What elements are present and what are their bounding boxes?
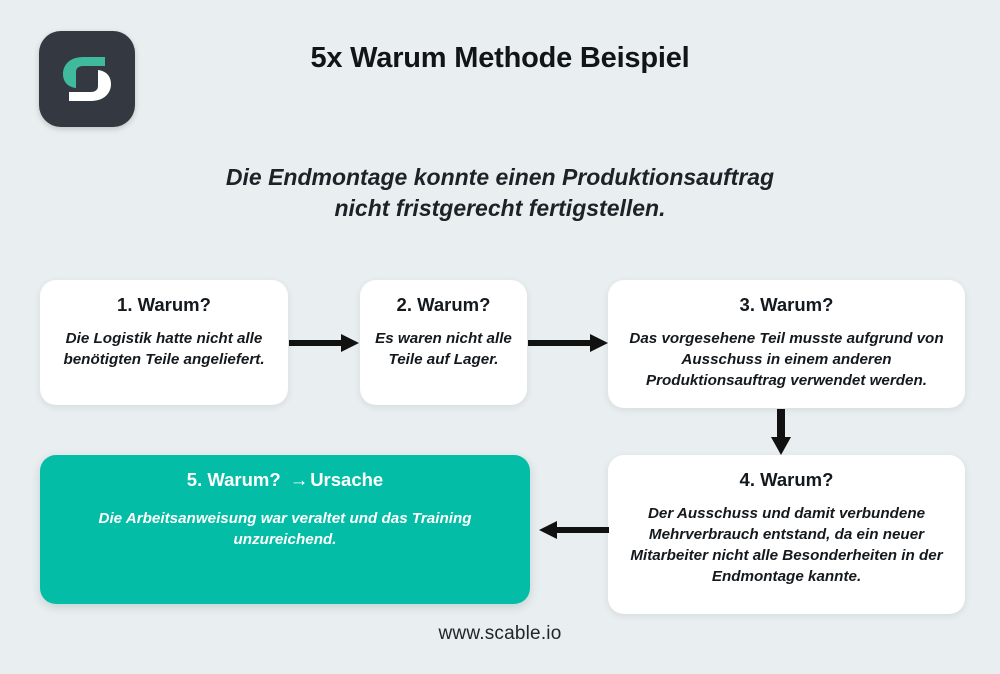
scable-s-logo-icon: [63, 57, 111, 101]
arrow-card4-to-card5: [531, 517, 609, 543]
arrow-right-icon: [528, 334, 608, 352]
arrow-card1-to-card2: [289, 330, 359, 356]
footer-url: www.scable.io: [438, 623, 562, 644]
why-card-1-title: 1. Warum?: [117, 294, 211, 315]
scable-logo: [39, 31, 135, 127]
why-card-5-body: Die Arbeitsanweisung war veraltet und da…: [98, 510, 472, 548]
why-card-2-body: Es waren nicht alle Teile auf Lager.: [375, 330, 512, 368]
problem-statement: Die Endmontage konnte einen Produktionsa…: [120, 162, 880, 224]
why-card-5-title-prefix: 5. Warum?: [186, 469, 281, 490]
arrow-right-icon: [289, 334, 359, 352]
why-card-2[interactable]: 2. Warum? Es waren nicht alle Teile auf …: [360, 280, 527, 405]
right-arrow-icon: →: [289, 469, 309, 490]
why-card-2-title: 2. Warum?: [396, 294, 491, 315]
why-card-4-title: 4. Warum?: [739, 469, 834, 490]
page-title: 5x Warum Methode Beispiel: [310, 42, 690, 74]
problem-statement-line-1: Die Endmontage konnte einen Produktionsa…: [225, 164, 775, 190]
arrow-left-icon: [539, 521, 609, 539]
arrow-down-icon: [771, 409, 791, 455]
why-card-5-title: 5. Warum? →Ursache: [187, 469, 383, 491]
why-card-1[interactable]: 1. Warum? Die Logistik hatte nicht alle …: [40, 280, 288, 405]
arrow-card3-to-card4: [768, 409, 794, 455]
why-card-3[interactable]: 3. Warum? Das vorgesehene Teil musste au…: [608, 280, 965, 408]
arrow-card2-to-card3: [528, 330, 608, 356]
why-card-3-body: Das vorgesehene Teil musste aufgrund von…: [629, 330, 944, 389]
why-card-5-root-cause[interactable]: 5. Warum? →Ursache Die Arbeitsanweisung w…: [40, 455, 530, 604]
why-card-4[interactable]: 4. Warum? Der Ausschuss und damit verbun…: [608, 455, 965, 614]
why-card-1-body: Die Logistik hatte nicht alle benötigten…: [63, 330, 265, 368]
problem-statement-line-2: nicht fristgerecht fertigstellen.: [334, 194, 666, 221]
why-card-4-body: Der Ausschuss und damit verbundene Mehrv…: [630, 505, 943, 585]
why-card-5-title-suffix: Ursache: [310, 469, 384, 490]
why-card-3-title: 3. Warum?: [739, 294, 834, 315]
